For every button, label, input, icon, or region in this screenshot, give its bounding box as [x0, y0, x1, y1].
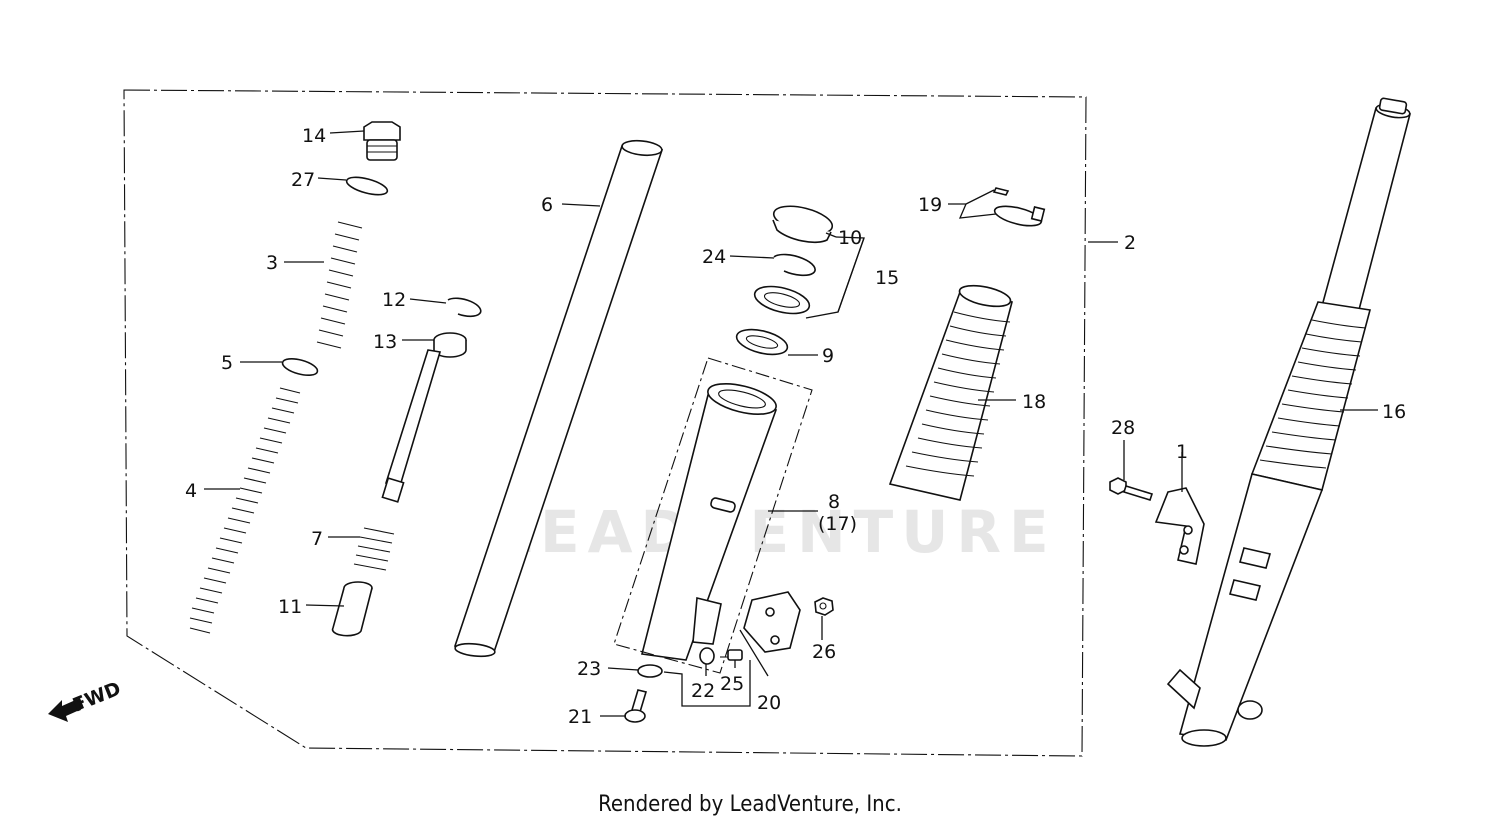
assembly-boundary	[123, 89, 1087, 757]
callout-1: 1	[1176, 441, 1188, 463]
part-7-rebound-spring[interactable]	[353, 527, 395, 571]
part-28-bolt[interactable]	[1109, 477, 1154, 501]
callout-26: 26	[812, 641, 836, 663]
callout-17: (17)	[818, 513, 857, 535]
part-11-oil-lock-piece[interactable]	[331, 581, 373, 637]
part-15-oil-seal[interactable]	[752, 282, 812, 319]
part-22-washer[interactable]	[699, 647, 715, 665]
part-3-spring[interactable]	[316, 221, 363, 349]
part-5-washer[interactable]	[281, 356, 319, 379]
callout-15: 15	[875, 267, 899, 289]
part-1-bracket[interactable]	[1154, 487, 1205, 565]
callout-6: 6	[541, 194, 553, 216]
watermark-text: LEADVENTURE	[495, 498, 1057, 566]
part-20-axle-holder[interactable]	[743, 591, 801, 653]
callout-8: 8	[828, 491, 840, 513]
part-24-stopper-ring[interactable]	[773, 253, 816, 277]
part-19-boot-band[interactable]	[992, 187, 1046, 230]
callout-16: 16	[1382, 401, 1406, 423]
part-18-fork-boot[interactable]	[888, 282, 1013, 501]
callout-20: 20	[757, 692, 781, 714]
part-6-fork-tube[interactable]	[453, 139, 664, 658]
callout-18: 18	[1022, 391, 1046, 413]
part-16-fork-assembly[interactable]	[1166, 97, 1411, 747]
part-25-stud[interactable]	[720, 649, 743, 661]
callout-25: 25	[720, 673, 744, 695]
callout-13: 13	[373, 331, 397, 353]
callout-10: 10	[838, 227, 862, 249]
part-10-dust-seal[interactable]	[771, 201, 835, 244]
callout-9: 9	[822, 345, 834, 367]
callout-12: 12	[382, 289, 406, 311]
callout-14: 14	[302, 125, 326, 147]
slider-subassembly-boundary	[613, 357, 813, 674]
part-9-backup-ring[interactable]	[734, 325, 790, 359]
callout-4: 4	[185, 480, 197, 502]
part-21-socket-bolt[interactable]	[624, 689, 648, 723]
part-27-o-ring[interactable]	[345, 174, 389, 198]
leader-lines	[204, 130, 1378, 717]
callout-labels: 14 27 3 5 4 12 13 7 11 6 10 24 15 9 8 (1…	[185, 125, 1406, 728]
callout-27: 27	[291, 169, 315, 191]
part-4-main-spring[interactable]	[189, 387, 301, 634]
footer-credit: Rendered by LeadVenture, Inc.	[598, 792, 902, 817]
part-13-damper-rod[interactable]	[381, 332, 467, 503]
callout-2: 2	[1124, 232, 1136, 254]
callout-28: 28	[1111, 417, 1135, 439]
callout-21: 21	[568, 706, 592, 728]
part-26-nut[interactable]	[814, 597, 834, 616]
fwd-arrow: FWD	[48, 678, 124, 722]
callout-3: 3	[266, 252, 278, 274]
fwd-label: FWD	[70, 678, 124, 717]
callout-19: 19	[918, 194, 942, 216]
callout-7: 7	[311, 528, 323, 550]
callout-24: 24	[702, 246, 726, 268]
callout-11: 11	[278, 596, 302, 618]
callout-22: 22	[691, 680, 715, 702]
callout-5: 5	[221, 352, 233, 374]
part-8-fork-slider[interactable]	[641, 378, 779, 661]
callout-23: 23	[577, 658, 601, 680]
part-23-sealing-washer[interactable]	[637, 664, 663, 678]
part-14-cap-bolt[interactable]	[363, 121, 401, 161]
part-12-circlip[interactable]	[447, 297, 482, 318]
